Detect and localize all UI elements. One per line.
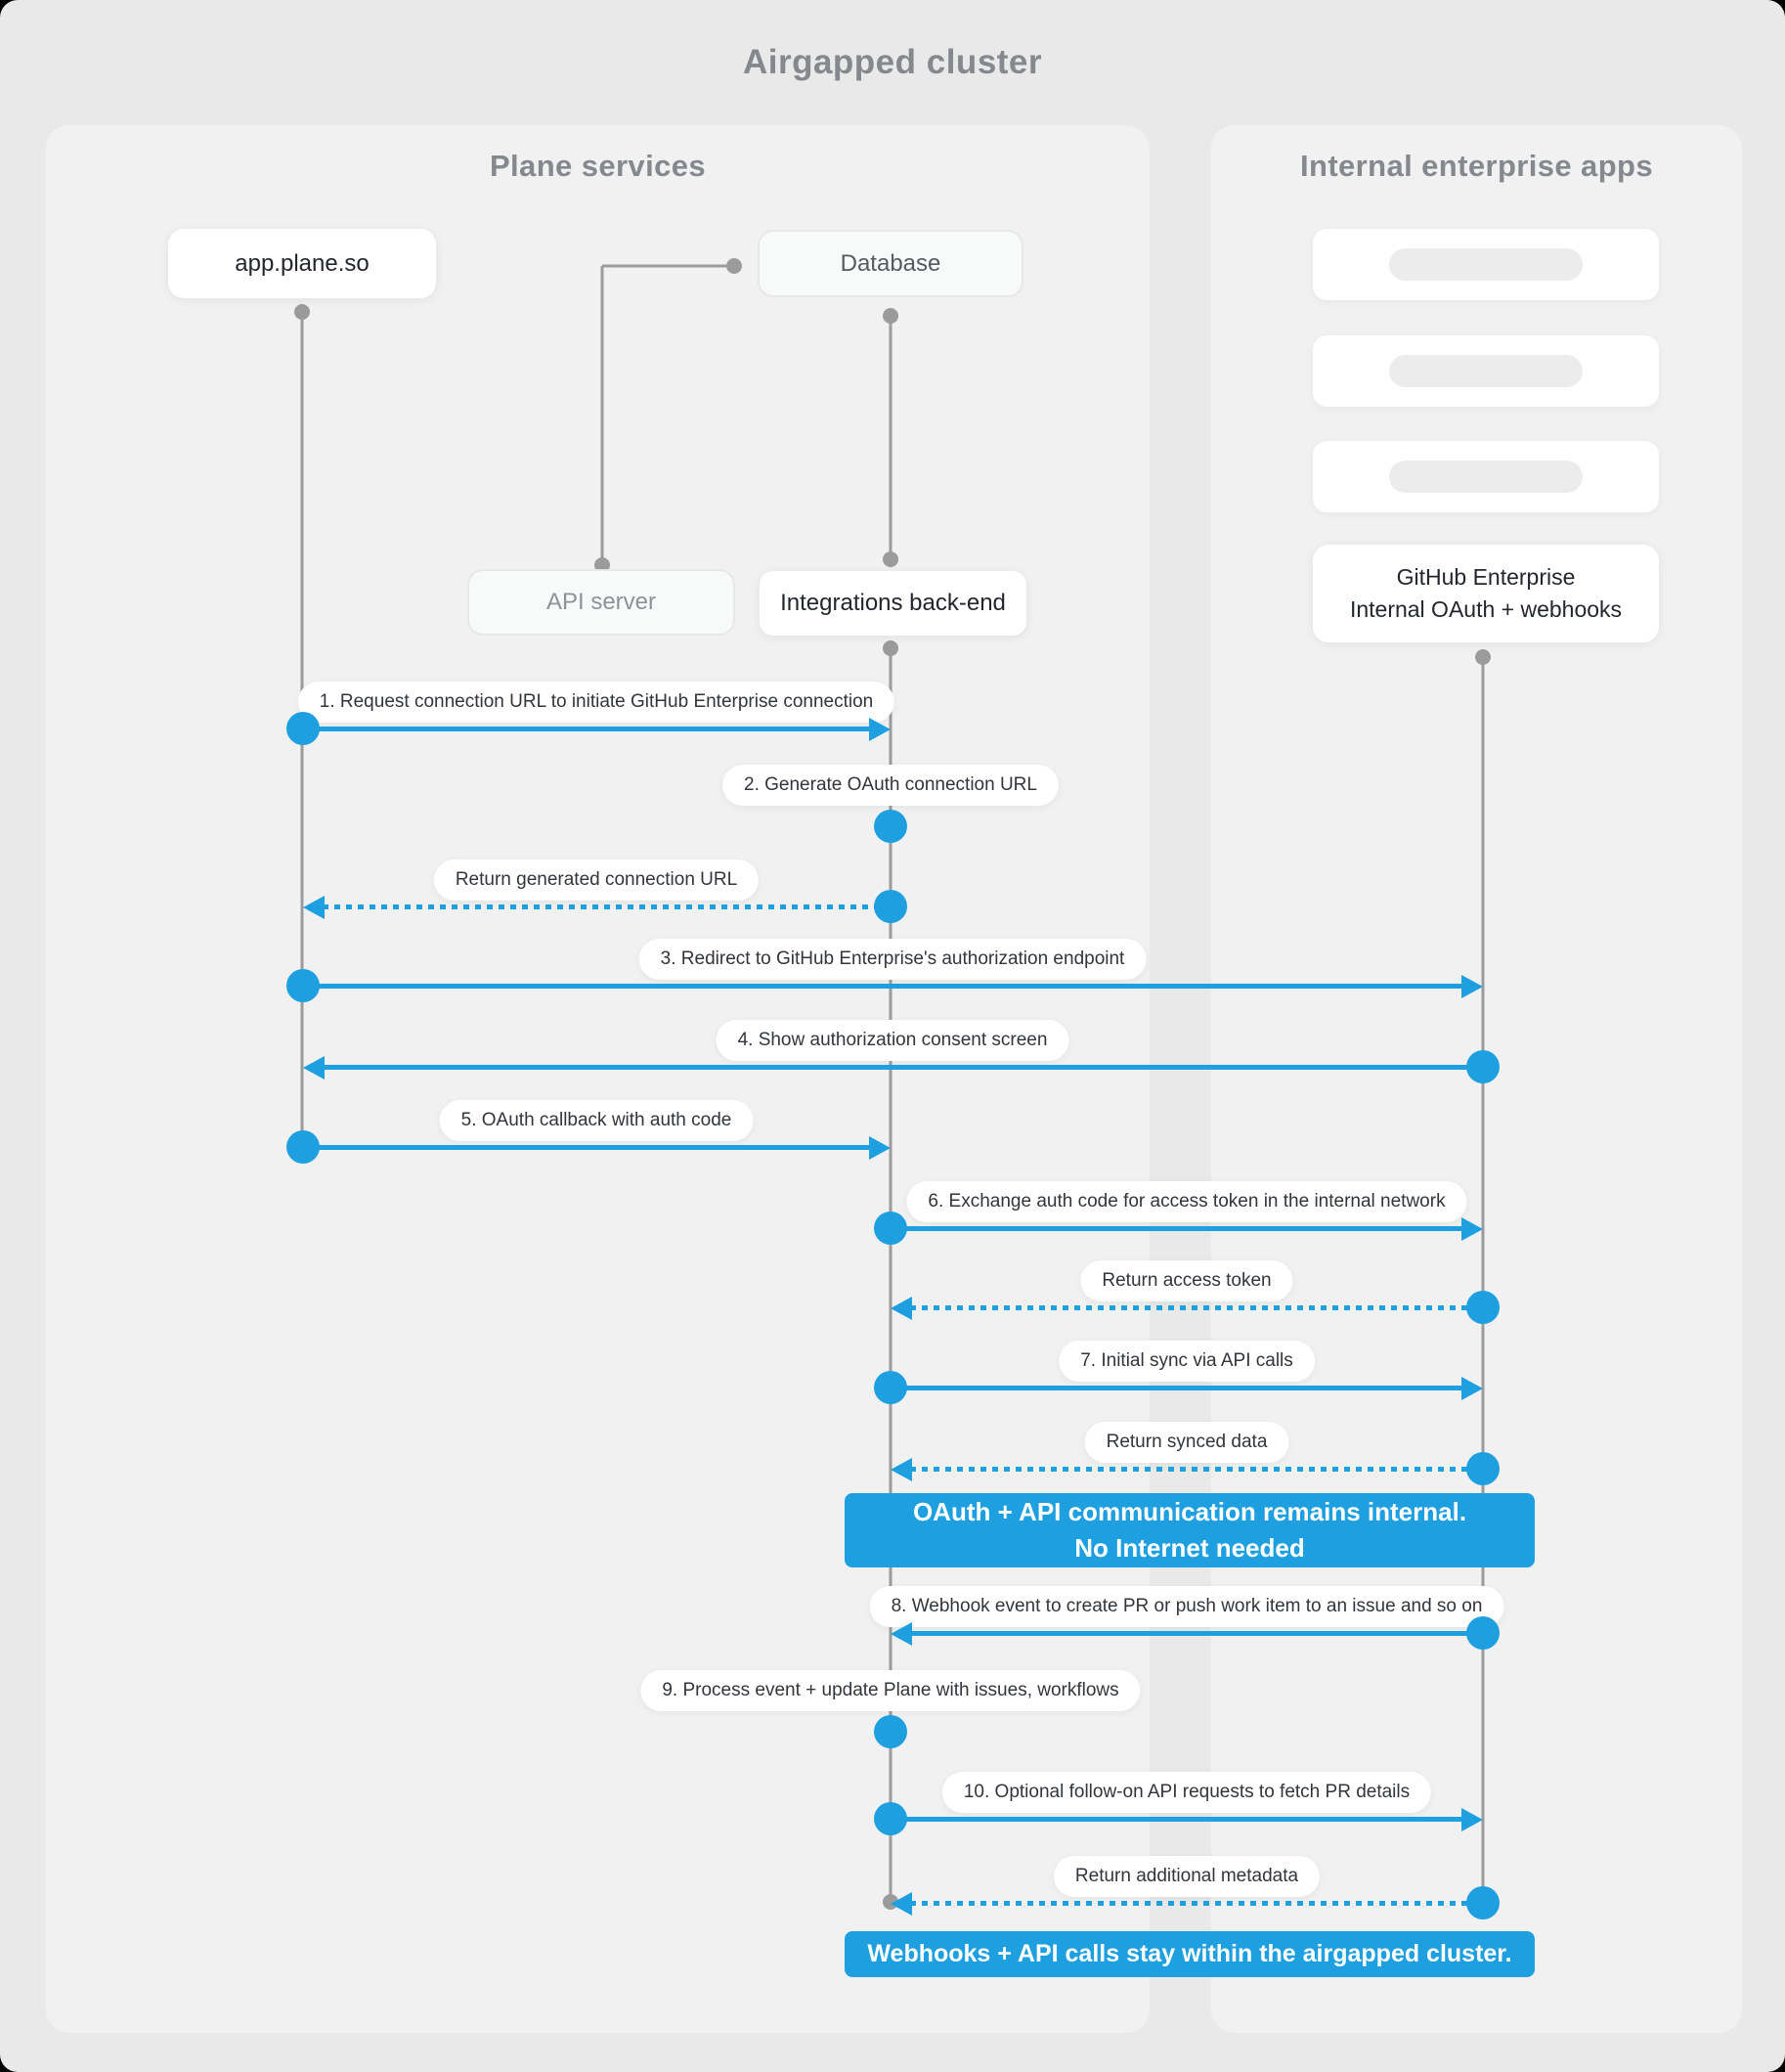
- message-arrow: [303, 895, 891, 919]
- message-label: Return additional metadata: [1053, 1856, 1321, 1897]
- arrowhead-icon: [891, 1621, 912, 1646]
- node-integrations-backend: Integrations back-end: [760, 571, 1026, 636]
- message-arrow: [891, 1891, 1483, 1916]
- internal-app-placeholder-box: [1313, 229, 1659, 300]
- message-label: 8. Webhook event to create PR or push wo…: [869, 1586, 1504, 1627]
- placeholder-pill: [1389, 461, 1583, 493]
- message-origin-dot: [1466, 1050, 1500, 1083]
- node-github-enterprise: GitHub Enterprise Internal OAuth + webho…: [1313, 545, 1659, 642]
- lifeline-endpoint-dot: [883, 308, 898, 324]
- internal-app-placeholder-box: [1313, 335, 1659, 407]
- message-label: 7. Initial sync via API calls: [1059, 1341, 1315, 1382]
- node-app-plane-so-label: app.plane.so: [235, 249, 370, 277]
- message-label: 1. Request connection URL to initiate Gi…: [297, 682, 895, 723]
- message-label: 10. Optional follow-on API requests to f…: [941, 1772, 1432, 1813]
- message-arrow: [891, 1457, 1483, 1481]
- node-database-label: Database: [840, 249, 941, 277]
- lifeline-github-enterprise: [1481, 657, 1485, 1903]
- arrowhead-icon: [303, 1055, 325, 1080]
- message-label: 9. Process event + update Plane with iss…: [640, 1670, 1141, 1711]
- arrowhead-icon: [303, 895, 325, 919]
- message-origin-dot: [874, 1802, 907, 1835]
- node-database: Database: [758, 230, 1023, 297]
- message-origin-dot: [1466, 1616, 1500, 1650]
- message-origin-dot: [874, 1371, 907, 1404]
- lifeline-integrations-backend: [889, 648, 892, 1902]
- message-origin-dot: [1466, 1452, 1500, 1485]
- message-origin-dot: [1466, 1291, 1500, 1324]
- message-arrow: [303, 1055, 1483, 1080]
- message-label: Return synced data: [1084, 1422, 1289, 1463]
- lifeline-endpoint-dot: [883, 551, 898, 567]
- message-origin-dot: [286, 969, 320, 1002]
- message-origin-dot: [1466, 1886, 1500, 1919]
- message-label: 6. Exchange auth code for access token i…: [906, 1181, 1467, 1222]
- arrowhead-icon: [891, 1296, 912, 1320]
- lifeline-endpoint-dot: [883, 640, 898, 656]
- message-origin-dot: [874, 1715, 907, 1748]
- message-arrow: [891, 1376, 1483, 1400]
- node-app-plane-so: app.plane.so: [168, 229, 436, 298]
- message-origin-dot: [874, 890, 907, 923]
- arrowhead-icon: [869, 717, 891, 741]
- message-arrow: [891, 1296, 1483, 1320]
- node-github-enterprise-line2: Internal OAuth + webhooks: [1349, 596, 1623, 622]
- connector-api-server-to-database: [602, 264, 734, 268]
- message-arrow: [891, 1621, 1483, 1646]
- note-line: Webhooks + API calls stay within the air…: [867, 1939, 1512, 1967]
- arrowhead-icon: [891, 1457, 912, 1481]
- arrowhead-icon: [1461, 1216, 1483, 1241]
- message-origin-dot: [874, 810, 907, 843]
- panel-internal-apps-heading: Internal enterprise apps: [1299, 149, 1654, 183]
- arrowhead-icon: [1461, 1807, 1483, 1831]
- message-label: 3. Redirect to GitHub Enterprise's autho…: [638, 939, 1147, 980]
- placeholder-pill: [1389, 248, 1583, 281]
- node-integrations-backend-label: Integrations back-end: [780, 590, 1006, 616]
- message-origin-dot: [286, 1130, 320, 1164]
- message-origin-dot: [874, 1212, 907, 1245]
- message-arrow: [303, 717, 891, 741]
- arrowhead-icon: [869, 1135, 891, 1160]
- lifeline-endpoint-dot: [294, 304, 310, 320]
- connector-database-to-integrations: [889, 316, 892, 559]
- page-title: Airgapped cluster: [742, 43, 1043, 81]
- arrowhead-icon: [1461, 974, 1483, 998]
- internal-app-placeholder-box: [1313, 441, 1659, 512]
- message-label: 5. OAuth callback with auth code: [439, 1100, 754, 1141]
- node-api-server: API server: [467, 569, 735, 636]
- note-internal-communication: OAuth + API communication remains intern…: [845, 1493, 1535, 1567]
- arrowhead-icon: [891, 1891, 912, 1916]
- message-arrow: [303, 1135, 891, 1160]
- node-api-server-label: API server: [545, 589, 657, 615]
- note-airgapped-cluster: Webhooks + API calls stay within the air…: [845, 1931, 1535, 1977]
- lifeline-endpoint-dot: [726, 258, 742, 274]
- message-label: 4. Show authorization consent screen: [716, 1020, 1069, 1061]
- message-label: Return generated connection URL: [433, 860, 760, 901]
- message-label: Return access token: [1080, 1260, 1293, 1301]
- message-arrow: [303, 974, 1483, 998]
- connector-api-server-vertical: [600, 266, 604, 565]
- panel-plane-services: Plane services: [46, 125, 1150, 2033]
- message-arrow: [891, 1807, 1483, 1831]
- message-arrow: [891, 1216, 1483, 1241]
- arrowhead-icon: [1461, 1376, 1483, 1400]
- placeholder-pill: [1389, 355, 1583, 387]
- panel-plane-services-heading: Plane services: [489, 149, 707, 183]
- note-line: OAuth + API communication remains intern…: [912, 1497, 1467, 1527]
- lifeline-endpoint-dot: [1475, 649, 1491, 665]
- message-label: 2. Generate OAuth connection URL: [722, 765, 1059, 806]
- note-line: No Internet needed: [1074, 1533, 1305, 1563]
- message-origin-dot: [286, 712, 320, 745]
- node-github-enterprise-line1: GitHub Enterprise: [1396, 564, 1576, 591]
